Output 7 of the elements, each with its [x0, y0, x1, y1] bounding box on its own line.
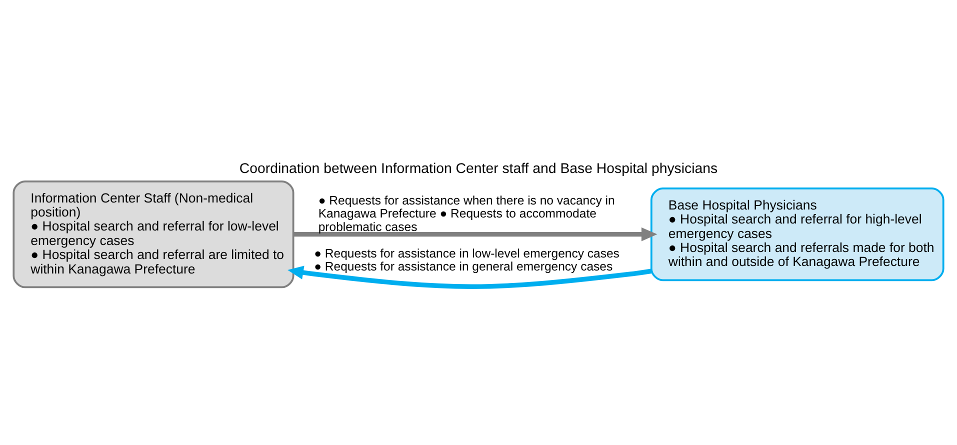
edge-label: ● Requests for assistance when there is no vacancy in Kanagawa Prefecture ● Requests to accommodate problematic cases — [318, 193, 615, 234]
node-box: Base Hospital Physicians ● Hospital search and referral for high-level emergency cases ● Hospital search and referrals made for both within and outside of Kanagawa Prefecture — [650, 188, 944, 282]
edge-label: ● Requests for assistance in low-level emergency cases ● Requests for assistance in general emergency cases — [314, 246, 620, 274]
arrow — [293, 227, 658, 242]
diagram-title: Coordination between Information Center staff and Base Hospital physicians — [239, 160, 718, 177]
arrow — [288, 266, 652, 289]
node-box: Information Center Staff (Non-medical position) ● Hospital search and referral for low-level emergency cases ● Hospital search and referral are limited to within Kanagawa Prefecture — [12, 180, 294, 288]
